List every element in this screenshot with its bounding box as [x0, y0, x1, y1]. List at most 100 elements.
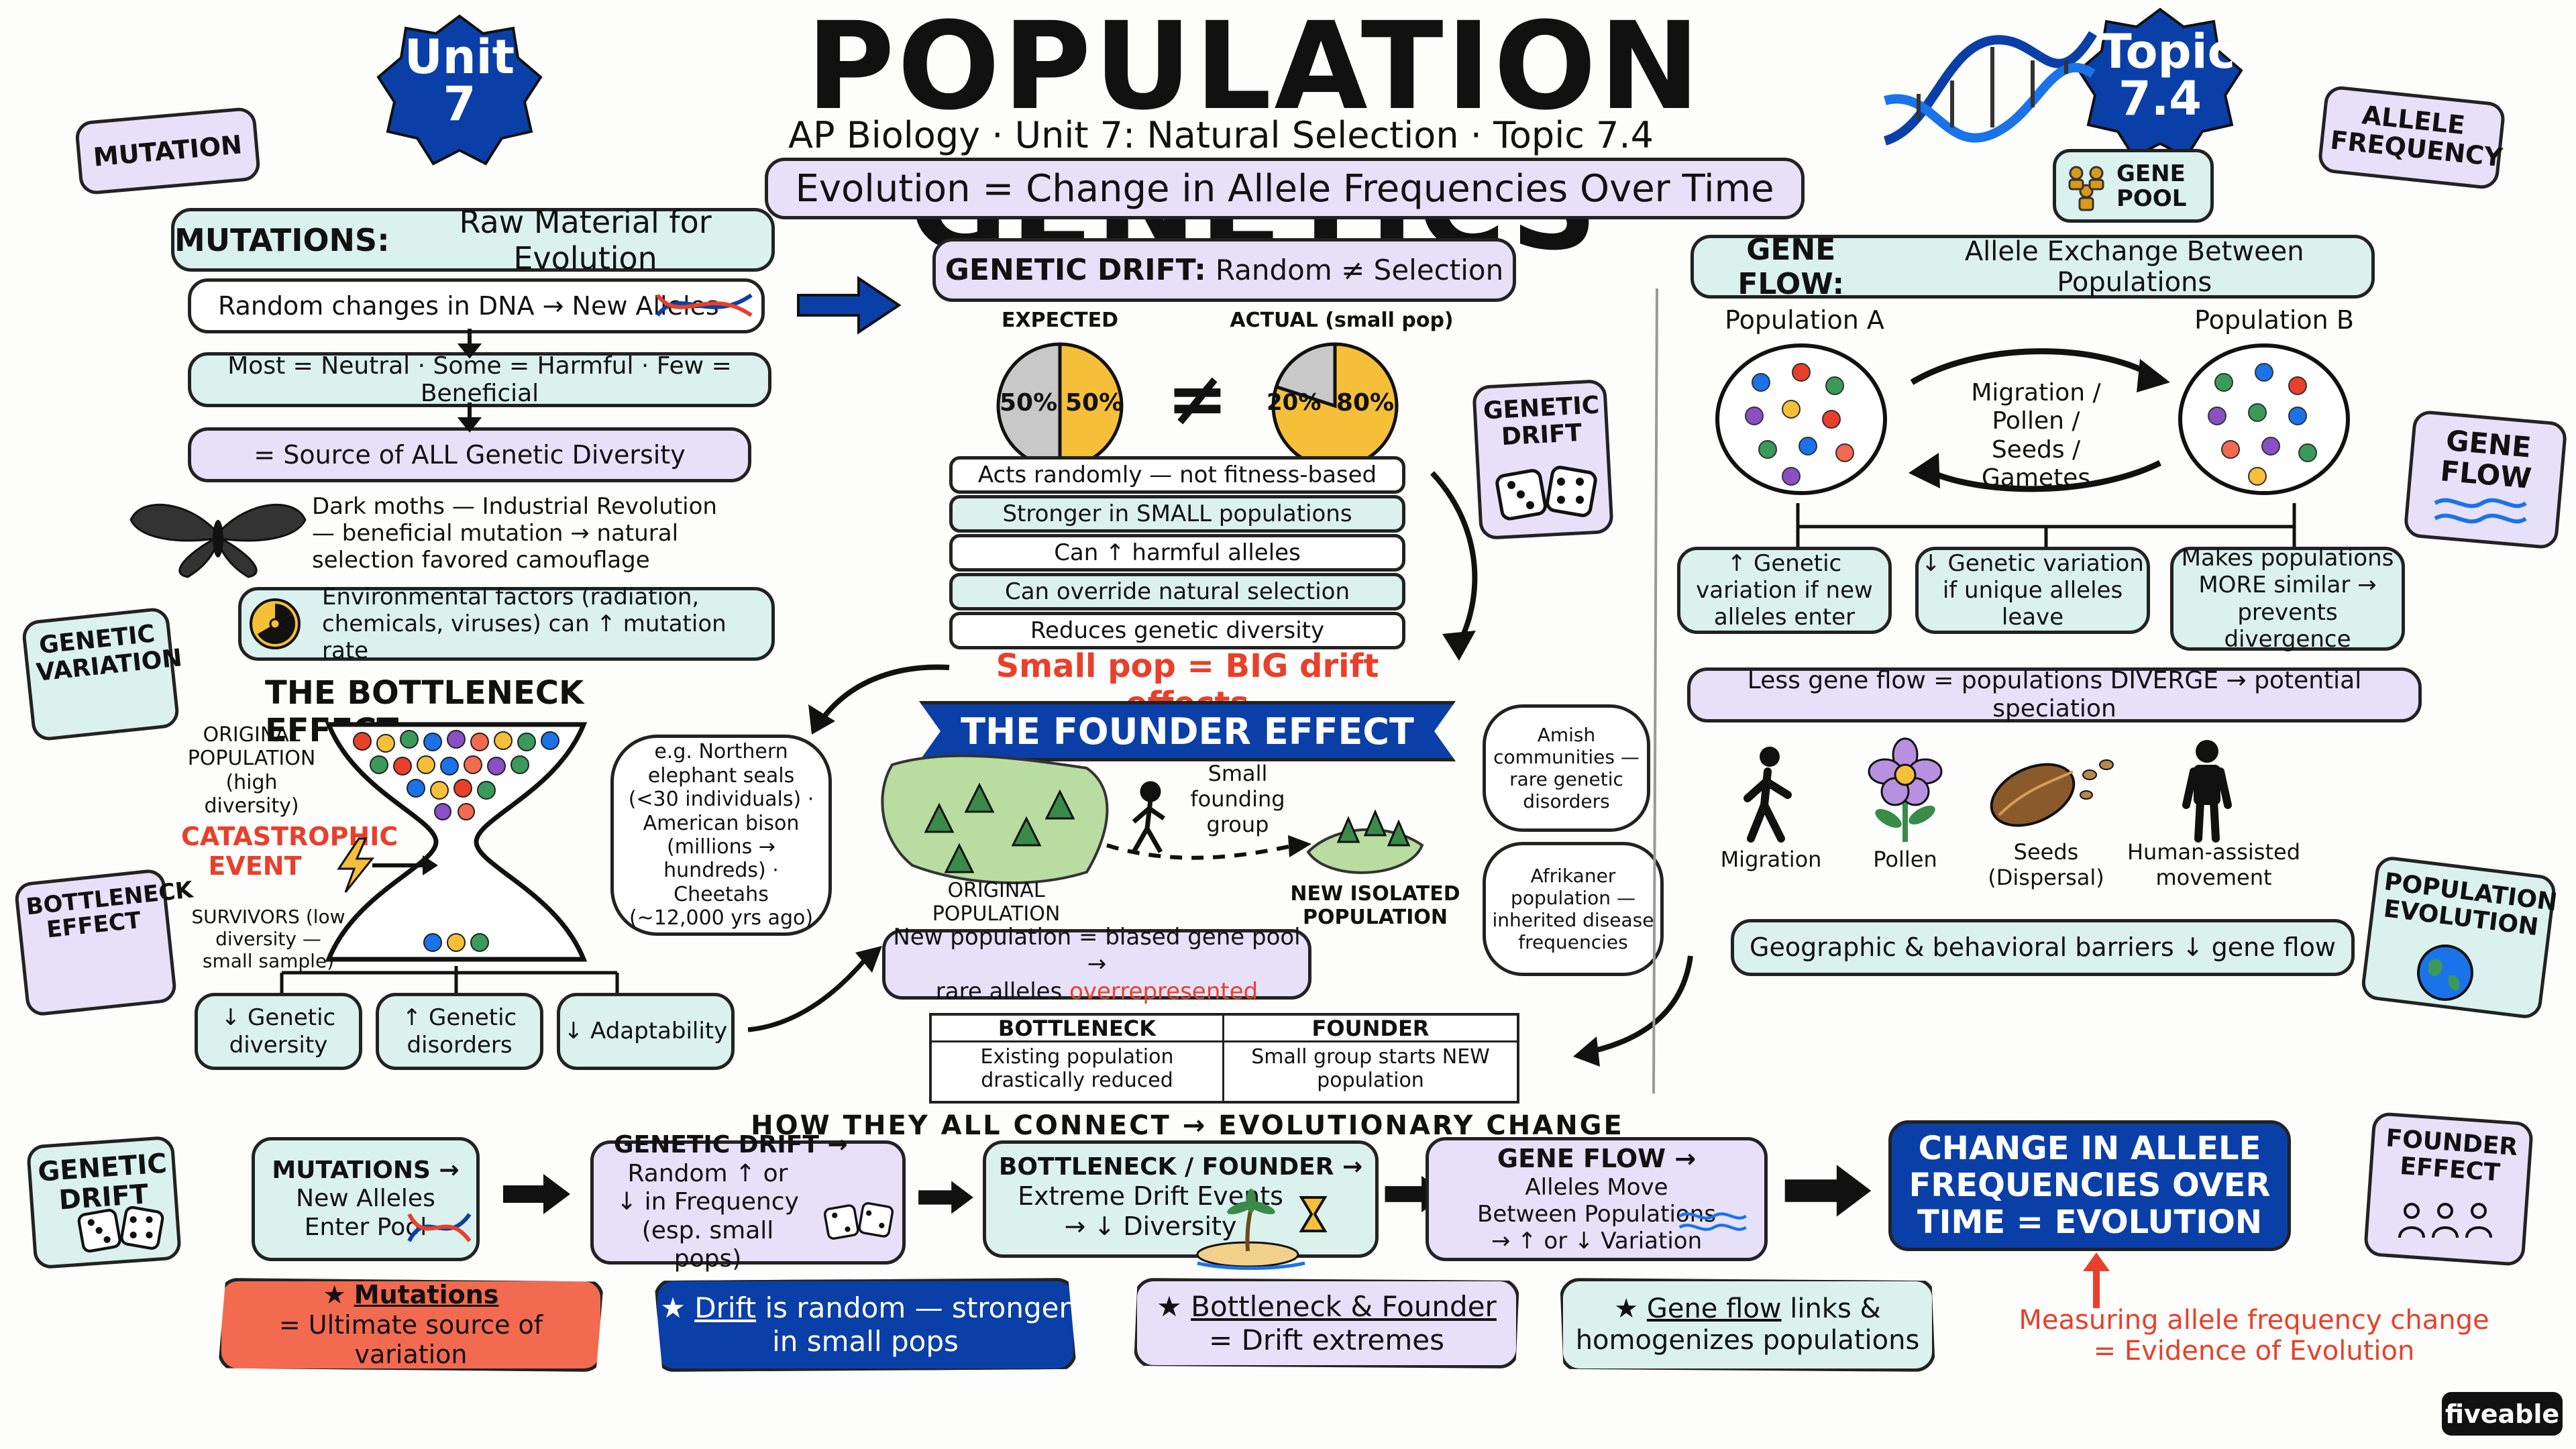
drift-fact-4-text: Can override natural selection: [1004, 578, 1350, 605]
bottleneck-hourglass: [325, 722, 588, 962]
founder-biased-3: overrepresented: [1069, 977, 1258, 1005]
bottleneck-examples: e.g. Northern elephant seals (<30 indivi…: [628, 740, 814, 930]
drift-fact-1-text: Acts randomly — not fitness-based: [977, 461, 1377, 488]
dice-icon: [1495, 466, 1597, 521]
mutations-title-rest: Raw Material for Evolution: [459, 203, 712, 276]
drift-fact-3: Can ↑ harmful alleles: [949, 534, 1405, 572]
founder-people-icon: [2398, 1203, 2492, 1238]
bottleneck-original: ORIGINAL POPULATION (high diversity): [187, 723, 316, 818]
amish-note: Amish communities — rare genetic disorde…: [1493, 723, 1640, 813]
tag-bottleneck-effect-text: BOTTLENECK EFFECT: [24, 876, 195, 944]
population-b: [2178, 343, 2350, 495]
takeaway-4-rest: homogenizes populations: [1575, 1325, 1920, 1356]
bottleneck-event: CATASTROPHIC EVENT: [181, 822, 398, 881]
mutations-line2-text: Most = Neutral · Some = Harmful · Few = …: [227, 352, 732, 407]
gf-barriers-text: Geographic & behavioral barriers ↓ gene …: [1750, 932, 2336, 963]
env-note-box: Environmental factors (radiation, chemic…: [238, 584, 775, 664]
takeaway-4: ★ Gene flow links & homogenizes populati…: [1560, 1278, 1935, 1372]
gene-flow-title: GENE FLOW:: [1737, 232, 1845, 301]
tag-gene-flow-text: GENE FLOW: [2438, 423, 2533, 496]
compare-table: BOTTLENECK FOUNDER Existing population d…: [929, 1013, 1519, 1104]
gene-flow-title-rest: Allele Exchange Between Populations: [1964, 235, 2304, 298]
drift-fact-5: Reduces genetic diversity: [949, 612, 1405, 649]
compare-c2: Small group starts NEW population: [1251, 1045, 1490, 1092]
tag-allele-frequency-text: ALLELE FREQUENCY: [2328, 100, 2504, 172]
measure-note: Measuring allele frequency change = Evid…: [2019, 1305, 2489, 1366]
bottleneck-result-3: ↓ Adaptability: [557, 993, 735, 1070]
connect-header: HOW THEY ALL CONNECT → EVOLUTIONARY CHAN…: [751, 1110, 1624, 1141]
agent-human: Human-assisted movement: [2127, 839, 2300, 890]
drift-down-arrow: [1430, 471, 1478, 661]
tag-allele-frequency: ALLELE FREQUENCY: [2316, 85, 2507, 191]
topic-badge: Topic 7.4: [2100, 24, 2236, 126]
dna-icon: [1883, 31, 2098, 146]
dice-icon-bottom: [77, 1205, 164, 1253]
topic-badge-text: Topic 7.4: [2100, 24, 2236, 126]
section-divider: [1652, 288, 1658, 1094]
agent-seeds: Seeds (Dispersal): [1988, 839, 2104, 890]
takeaway-4-star: ★: [1614, 1293, 1647, 1324]
takeaway-3-rest: = Drift extremes: [1209, 1323, 1444, 1356]
subtitle: AP Biology · Unit 7: Natural Selection ·…: [788, 114, 1654, 156]
lightning-icon: [337, 837, 375, 893]
arrow-to-drift: [797, 276, 902, 335]
founder-new-pop: NEW ISOLATED POPULATION: [1290, 882, 1460, 930]
actual-right: 80%: [1336, 389, 1395, 417]
founder-biased-box: New population = biased gene pool → rare…: [882, 924, 1311, 1005]
step-gene-flow: GENE FLOW → Alleles Move Between Populat…: [1426, 1137, 1768, 1261]
wave-step-icon: [1678, 1212, 1747, 1231]
connect-arrow-1: [503, 1174, 570, 1214]
wave-icon: [2434, 498, 2527, 524]
result-text: CHANGE IN ALLELE FREQUENCIES OVER TIME =…: [1909, 1129, 2271, 1242]
takeaway-1: ★ Mutations = Ultimate source of variati…: [218, 1278, 604, 1372]
drift-fact-3-text: Can ↑ harmful alleles: [1054, 539, 1301, 566]
connect-arrow-4: [1784, 1165, 1872, 1217]
takeaway-3: ★ Bottleneck & Founder = Drift extremes: [1134, 1278, 1519, 1368]
bottleneck-survivors: SURVIVORS (low diversity — small sample): [191, 906, 345, 973]
step-drift-title: GENETIC DRIFT →: [614, 1131, 848, 1159]
gf-effect-1-text: ↑ Genetic variation if new alleles enter: [1696, 549, 1873, 631]
gf-effect-2-text: ↓ Genetic variation if unique alleles le…: [1921, 549, 2144, 631]
step-gene-flow-body: Alleles Move Between Populations → ↑ or …: [1477, 1173, 1716, 1254]
event-arrow: [372, 855, 438, 875]
drift-fact-1: Acts randomly — not fitness-based: [949, 456, 1405, 494]
bottleneck-result-3-text: ↓ Adaptability: [564, 1018, 728, 1045]
env-note: Environmental factors (radiation, chemic…: [322, 584, 727, 664]
founder-map: [881, 754, 1424, 884]
afrikaner-bubble: Afrikaner population — inherited disease…: [1483, 842, 1664, 976]
drift-fact-2-text: Stronger in SMALL populations: [1002, 500, 1352, 527]
person-icon: [2182, 740, 2232, 843]
bottleneck-result-2: ↑ Genetic disorders: [376, 993, 543, 1070]
step-mutations-title: MUTATIONS →: [272, 1156, 460, 1184]
mutations-title: MUTATIONS:: [174, 221, 390, 258]
tag-genetic-drift-text: GENETIC DRIFT: [1483, 391, 1601, 451]
gene-flow-header: GENE FLOW: Allele Exchange Between Popul…: [1690, 232, 2375, 301]
drift-title: GENETIC DRIFT:: [945, 253, 1206, 287]
population-a: [1715, 343, 1887, 495]
dice-step-icon: [823, 1202, 894, 1240]
mutations-line1-text: Random changes in DNA → New Alleles: [218, 291, 719, 321]
takeaway-3-star: ★: [1157, 1289, 1191, 1323]
agent-pollen: Pollen: [1873, 847, 1937, 872]
tag-gene-pool: GENE POOL: [2053, 149, 2214, 223]
tag-mutation-text: MUTATION: [92, 129, 244, 172]
gf-to-table-arrow: [1573, 955, 1693, 1067]
neq-sign: ≠: [1166, 356, 1229, 441]
gf-effect-3: Makes populations MORE similar → prevent…: [2170, 545, 2405, 653]
dna-step-icon: [407, 1213, 472, 1242]
drift-actual-label: ACTUAL (small pop): [1230, 309, 1454, 332]
result-branches: [280, 966, 619, 993]
gf-effect-1: ↑ Genetic variation if new alleles enter: [1677, 547, 1892, 634]
dna-small-icon: [655, 293, 753, 317]
tag-genetic-variation-text: GENETIC VARIATION: [35, 620, 184, 687]
tag-bottleneck-effect: BOTTLENECK EFFECT: [13, 867, 195, 1018]
tag-founder-effect-text: FOUNDER EFFECT: [2385, 1124, 2519, 1187]
flower-icon: [1868, 737, 1943, 842]
walker-icon: [1743, 747, 1792, 843]
radiation-icon: [250, 598, 301, 649]
bottleneck-result-1-text: ↓ Genetic diversity: [221, 1004, 336, 1059]
bottleneck-examples-bubble: e.g. Northern elephant seals (<30 indivi…: [610, 735, 832, 936]
arrow-to-founder: [747, 946, 882, 1032]
tag-gene-pool-text: GENE POOL: [2116, 160, 2187, 213]
drift-fact-4: Can override natural selection: [949, 573, 1405, 610]
